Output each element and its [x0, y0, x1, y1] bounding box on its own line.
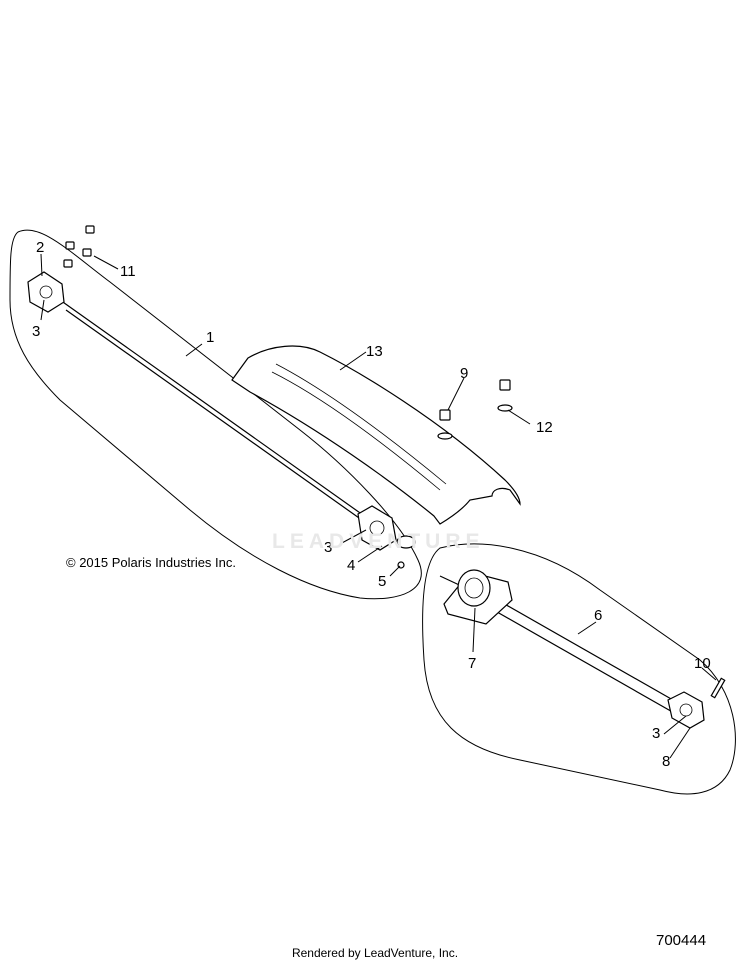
front-u-joint-yoke: [357, 505, 397, 551]
watermark: LEADVENTURE: [272, 530, 485, 553]
callout-7: 7: [468, 655, 476, 672]
bolt-9: [437, 409, 453, 440]
callout-2: 2: [36, 239, 44, 256]
bolt-set-11: [63, 225, 95, 268]
callout-3-rear: 3: [652, 725, 660, 742]
callout-4: 4: [347, 557, 355, 574]
callout-8: 8: [662, 753, 670, 770]
callout-13: 13: [366, 343, 383, 360]
callout-6: 6: [594, 607, 602, 624]
copyright-notice: © 2015 Polaris Industries Inc.: [66, 555, 236, 570]
front-shaft-group-outline: [9, 229, 422, 600]
callout-3-middle: 3: [324, 539, 332, 556]
leader-lines: [40, 253, 717, 759]
carrier-bearing: [443, 569, 513, 625]
callout-10: 10: [694, 655, 711, 672]
callout-3-front: 3: [32, 323, 40, 340]
callout-9: 9: [460, 365, 468, 382]
footer-credit: Rendered by LeadVenture, Inc.: [291, 946, 459, 960]
rear-propshaft: [439, 575, 705, 729]
rear-u-joint-yoke: [667, 691, 705, 729]
front-shaft-end: [396, 535, 416, 549]
front-propshaft: [27, 271, 416, 551]
heat-shield: [231, 345, 521, 525]
front-yoke-flange: [27, 271, 65, 313]
bolt-12: [497, 379, 513, 412]
callout-11: 11: [120, 263, 136, 280]
callout-12: 12: [536, 419, 553, 436]
diagram-number: 700444: [656, 932, 707, 949]
pin-10: [710, 677, 726, 699]
rear-shaft-group-outline: [422, 543, 736, 795]
callout-5: 5: [378, 573, 386, 590]
callout-1: 1: [206, 329, 214, 346]
